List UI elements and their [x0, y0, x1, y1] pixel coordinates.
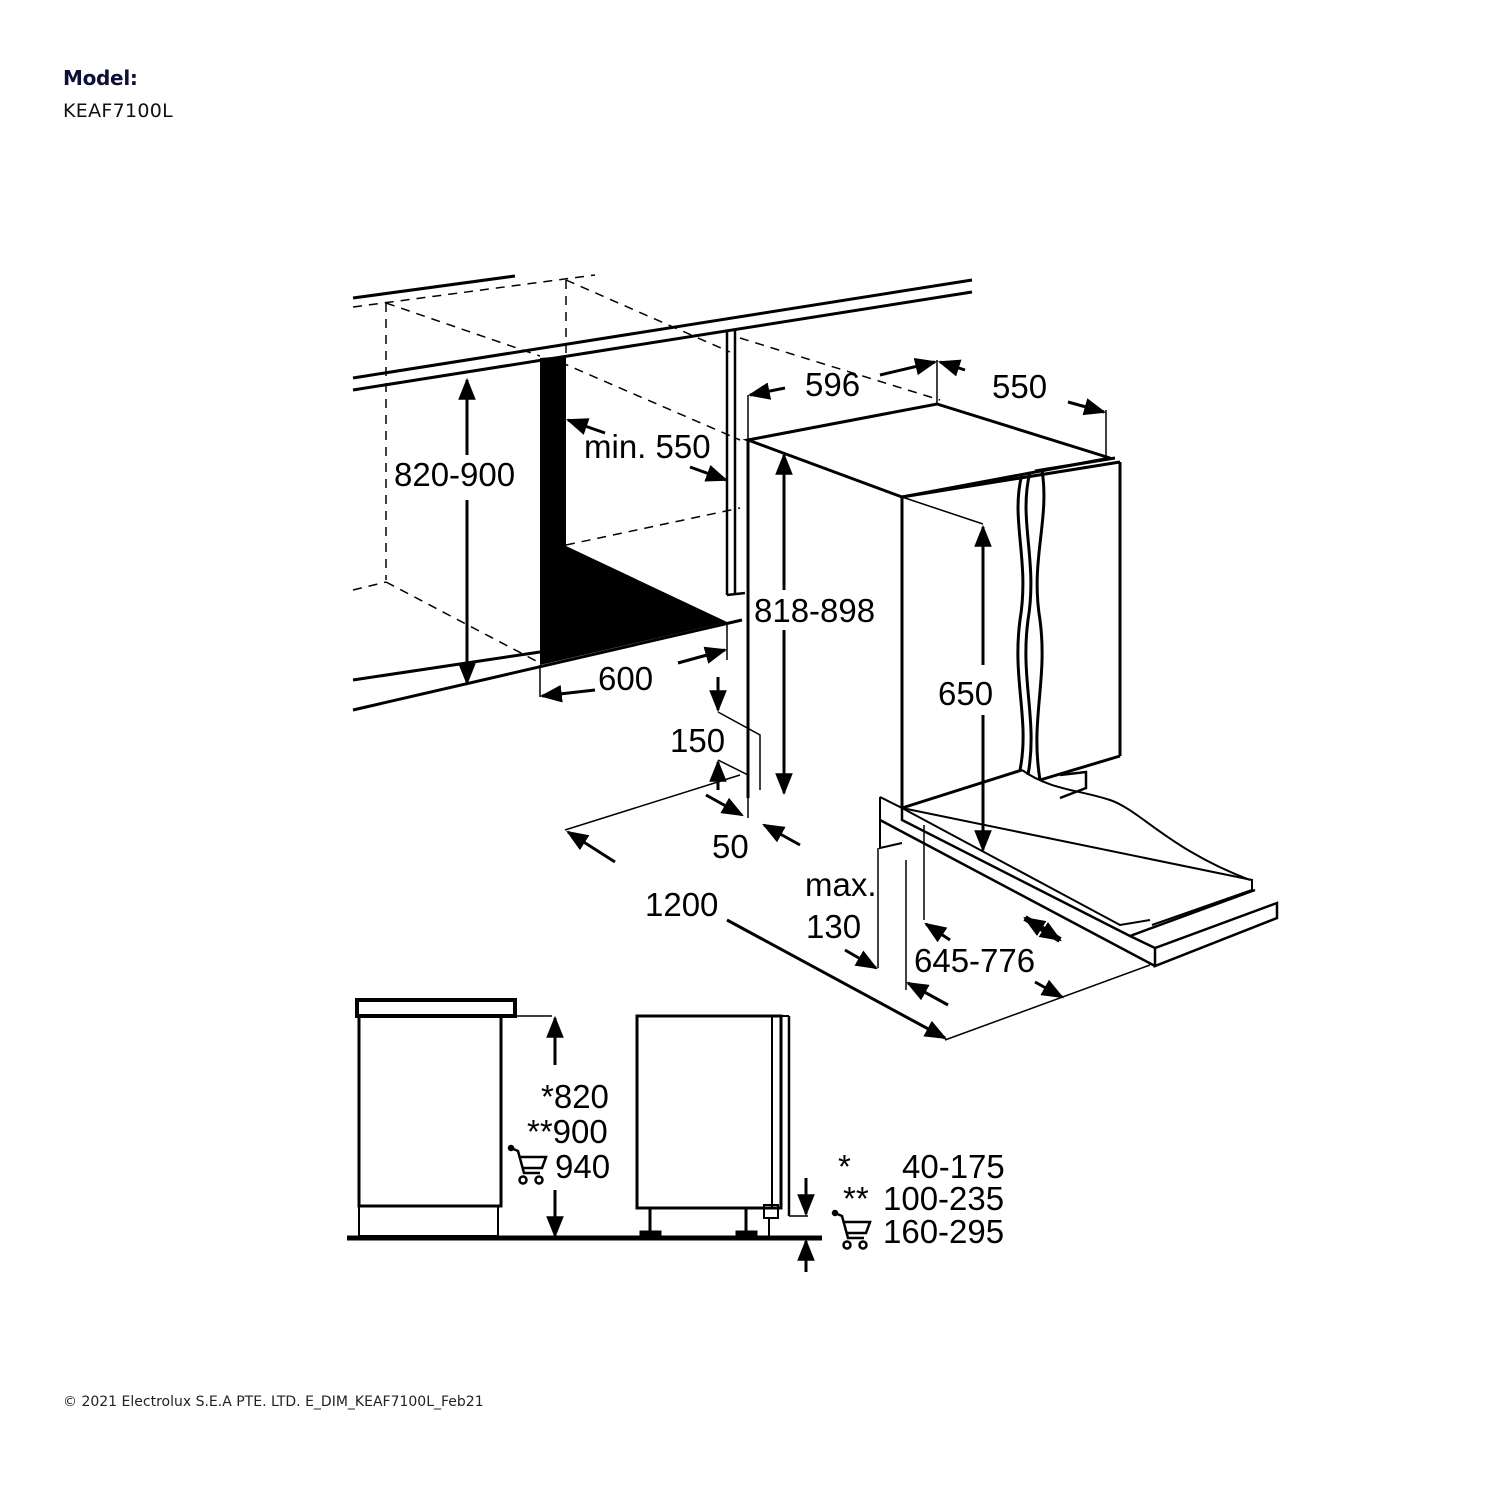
shopping-cart-icon	[831, 1209, 872, 1250]
copyright-footer: © 2021 Electrolux S.E.A PTE. LTD. E_DIM_…	[63, 1394, 484, 1410]
plinth-cart-label: 160-295	[883, 1213, 1004, 1250]
plinth-double-star-marker: **	[843, 1180, 869, 1217]
plinth-depth-label: 50	[712, 828, 749, 865]
model-number: KEAF7100L	[63, 100, 174, 122]
door-panel-height-label: 650	[938, 675, 993, 712]
appliance-width-label: 596	[805, 366, 860, 403]
model-label: Model:	[63, 66, 138, 90]
dishwasher-drawing	[742, 402, 1279, 968]
max-label: max.	[805, 866, 877, 903]
height-double-star-label: **900	[527, 1113, 608, 1150]
shopping-cart-icon	[507, 1144, 548, 1185]
appliance-depth-label: 550	[992, 368, 1047, 405]
max-value-label: 130	[806, 908, 861, 945]
plinth-star-marker: *	[838, 1148, 851, 1185]
plinth-star-label: 40-175	[902, 1148, 1005, 1185]
plinth-double-star-label: 100-235	[883, 1180, 1004, 1217]
door-swing-label: 1200	[645, 886, 718, 923]
height-star-label: *820	[541, 1078, 609, 1115]
niche-depth-label: min. 550	[584, 428, 711, 465]
niche-height-label: 820-900	[394, 456, 515, 493]
niche-drawing	[352, 274, 973, 712]
niche-width-label: 600	[598, 660, 653, 697]
plinth-height-label: 150	[670, 722, 725, 759]
side-views	[347, 998, 822, 1241]
appliance-height-label: 818-898	[754, 592, 875, 629]
height-cart-label: 940	[555, 1148, 610, 1185]
door-range-label: 645-776	[914, 942, 1035, 979]
